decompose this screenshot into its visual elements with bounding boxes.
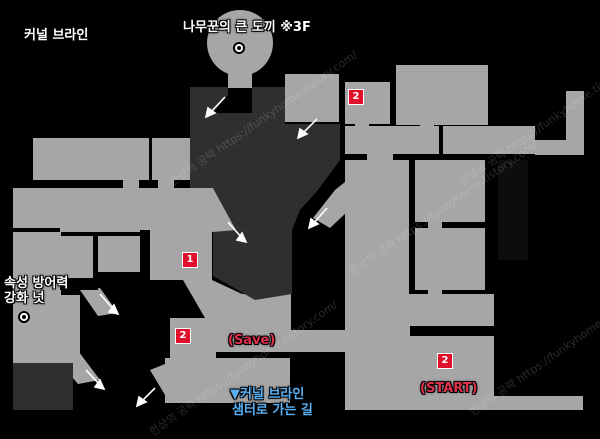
- exit-label-line1: ▼커널 브라인: [230, 387, 305, 402]
- map-wall: [140, 230, 150, 280]
- map-room: [40, 298, 80, 330]
- exit-label-line2: 샘터로 가는 길: [232, 403, 313, 418]
- map-room: [415, 160, 485, 222]
- arrow-icon: [296, 118, 318, 140]
- arrow-icon: [135, 387, 156, 408]
- map-corridor: [566, 91, 584, 155]
- arrow-icon: [204, 96, 226, 119]
- target-circle-icon[interactable]: [233, 42, 245, 54]
- map-lower-floor: [190, 87, 340, 300]
- arrow-icon: [307, 207, 328, 230]
- map-room: [216, 294, 291, 352]
- map-corridor: [158, 178, 174, 190]
- map-room: [410, 294, 494, 326]
- poi-label-nut-line1: 속성 방어력: [4, 276, 69, 291]
- marker-badge[interactable]: 2: [175, 328, 191, 344]
- map-corridor: [367, 150, 393, 166]
- map-room: [13, 236, 93, 278]
- map-ramp: [80, 288, 118, 316]
- start-label: (START): [420, 381, 478, 396]
- save-label: (Save): [228, 333, 276, 348]
- marker-badge[interactable]: 1: [182, 252, 198, 268]
- map-corridor: [428, 222, 442, 230]
- map-hall: [345, 126, 439, 154]
- map-ramp: [150, 360, 190, 400]
- map-room: [415, 228, 485, 290]
- map-room: [150, 225, 212, 280]
- map-room: [98, 236, 140, 272]
- map-ramp: [40, 340, 100, 384]
- arrow-icon: [99, 293, 120, 316]
- map-corridor: [428, 288, 442, 296]
- map-layout: [13, 10, 584, 410]
- map-canvas: 한상의 공략 https://funkyhome.tistory.com/ 한상…: [4, 10, 600, 439]
- poi-label-nut-line2: 강화 넛: [4, 291, 45, 306]
- map-room: [165, 358, 290, 403]
- poi-label-axe: 나무꾼의 큰 도끼 ※3F: [183, 20, 311, 35]
- map-hall: [345, 160, 410, 410]
- arrow-icon: [85, 369, 106, 391]
- map-corridor: [228, 60, 252, 88]
- map-wall: [410, 326, 494, 336]
- map-room: [396, 65, 488, 125]
- map-void: [498, 160, 528, 260]
- map-room: [33, 138, 149, 180]
- map-wall: [60, 278, 98, 290]
- map-wall: [409, 160, 415, 294]
- map-title: 커널 브라인: [24, 28, 89, 43]
- map-hall: [13, 188, 213, 232]
- map-ramp: [190, 188, 236, 235]
- map-hall: [443, 126, 535, 154]
- map-corridor: [290, 330, 346, 352]
- map-wall: [13, 228, 60, 232]
- arrow-icon: [227, 221, 248, 244]
- map-corridor: [420, 120, 434, 130]
- marker-badge[interactable]: 2: [437, 353, 453, 369]
- map-room: [285, 74, 339, 122]
- map-corridor: [355, 120, 369, 130]
- map-corridor: [345, 396, 583, 410]
- map-lower-floor: [13, 363, 73, 410]
- map-wall: [93, 236, 98, 276]
- map-corridor: [123, 178, 139, 190]
- target-circle-icon[interactable]: [18, 311, 30, 323]
- marker-badge[interactable]: 2: [348, 89, 364, 105]
